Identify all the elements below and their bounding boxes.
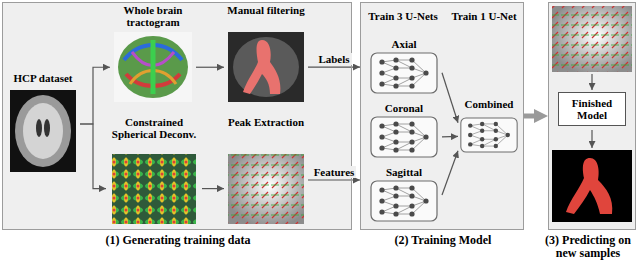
image-panel: Manual filtering [224,4,308,106]
connector-arrow [524,114,534,119]
panel-ground [360,2,524,230]
image-background [228,32,304,102]
image-background [552,6,632,72]
network-label: Axial [366,38,442,50]
image-background [114,32,192,102]
mri-slice [10,90,76,172]
connector-arrow [80,67,110,124]
peak-image [228,154,304,224]
network-block: Coronal [366,102,442,160]
brain-outline [233,37,299,97]
fiber-bundle [151,40,156,94]
network-label: Sagittal [366,166,442,178]
connector-arrow [202,188,224,189]
network-label: Coronal [366,102,442,114]
connector-arrow [308,66,360,67]
white-matter [23,103,63,159]
stage-note: Train 3 U-Nets [364,10,442,22]
predicted-tract-image [552,150,632,222]
tract-shape [566,158,612,214]
section-caption: (3) Predicting on new samples [540,234,636,260]
stage-panel: (2) Training ModelAxialCoronalSagittalCo… [360,2,524,230]
panel-ground [2,2,352,230]
image-panel: Whole brain tractogram [110,4,196,106]
stage-panel: (3) Predicting on new samplesFinished Mo… [548,2,636,230]
process-box: Finished Model [558,92,626,126]
unet-icon [371,53,437,93]
network-label: Combined [458,98,520,110]
peak-grid [552,6,632,72]
panel-heading: Constrained Spherical Deconv. [106,116,202,140]
ventricle [44,119,50,137]
image-background [228,154,304,224]
image-background [112,154,196,224]
unet-icon [461,118,517,152]
section-caption: (2) Training Model [351,234,535,247]
input-peaks-image [552,6,632,72]
fod-grid [112,154,196,224]
stage-note: Train 1 U-Net [446,10,522,22]
brain-outline [15,95,71,167]
box-label: Finished Model [562,97,622,121]
tractogram-image [114,32,192,102]
connector-arrow [308,179,360,180]
panel-ground [548,2,636,230]
image-panel: Peak Extraction [224,116,308,226]
tract-shape [243,40,280,94]
connector-arrow [442,136,458,138]
section-caption: (1) Generating training data [0,234,363,247]
mri-background [10,90,76,172]
filtered-tract-image [228,32,304,102]
stage-panel: (1) Generating training dataHCP datasetW… [2,2,352,230]
panel-heading: HCP dataset [6,72,80,84]
panel-heading: Manual filtering [224,4,308,16]
panel-heading: Peak Extraction [224,116,308,128]
network-block: Combined [458,98,520,160]
image-panel: HCP dataset [6,72,80,176]
unet-icon [371,181,437,221]
peak-grid [228,154,304,224]
flow-arrow [591,74,592,90]
edge-label: Features [312,166,357,178]
connector-arrow [442,73,458,123]
network-block: Sagittal [366,166,442,224]
flow-arrow [591,130,592,148]
connector-arrow [442,151,458,195]
network-block: Axial [366,38,442,96]
csd-image [112,154,196,224]
ventricle [36,119,42,137]
edge-label: Labels [316,53,351,65]
image-panel: Constrained Spherical Deconv. [106,116,202,226]
panel-heading: Whole brain tractogram [110,4,196,28]
unet-icon [371,117,437,157]
image-background [552,150,632,222]
connector-arrow [196,67,224,68]
connector-arrow [80,124,106,189]
brain-outline [118,36,188,98]
